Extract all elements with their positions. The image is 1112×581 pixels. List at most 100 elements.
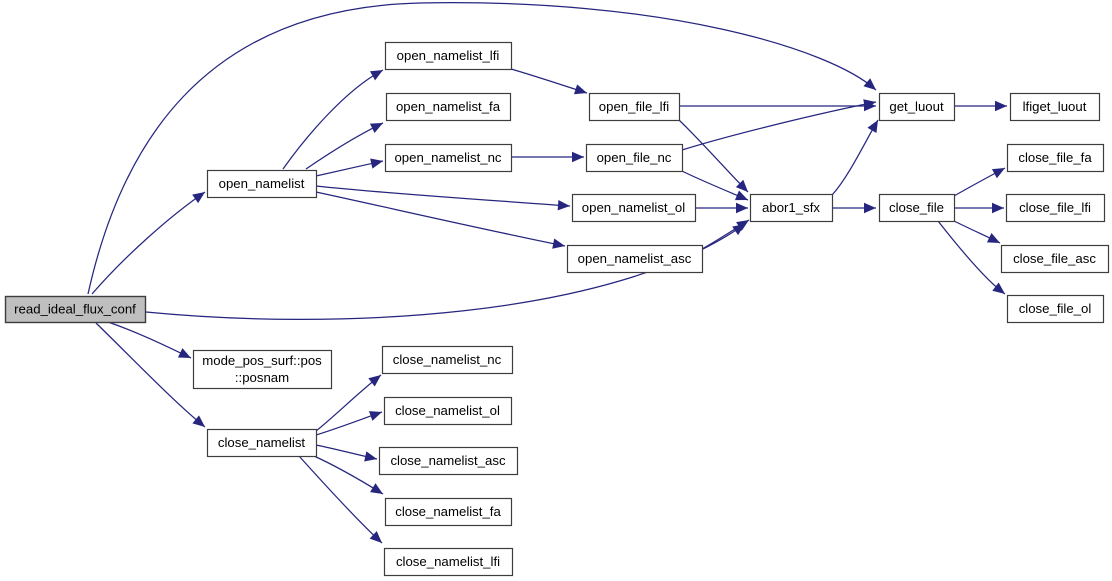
call-edge <box>937 220 1006 295</box>
arrowhead-icon <box>368 411 382 421</box>
arrowhead-icon <box>572 151 584 163</box>
call-edge <box>107 321 192 359</box>
graph-node-close_file_fa[interactable]: close_file_fa <box>1006 143 1105 173</box>
node-label: close_file_lfi <box>1019 200 1091 215</box>
node-box[interactable] <box>749 193 834 223</box>
graph-node-read_ideal_flux_conf[interactable]: read_ideal_flux_conf <box>4 295 147 324</box>
node-label: mode_pos_surf::pos <box>202 353 322 368</box>
arrowhead-icon <box>552 238 565 249</box>
graph-node-close_namelist[interactable]: close_namelist <box>206 428 318 458</box>
graph-node-close_namelist_ol[interactable]: close_namelist_ol <box>383 396 513 426</box>
node-box[interactable] <box>1009 92 1101 122</box>
graph-node-open_namelist_asc[interactable]: open_namelist_asc <box>566 244 704 274</box>
node-label: close_namelist_lfi <box>396 554 500 569</box>
call-edge <box>678 119 749 193</box>
call-edge <box>831 119 879 196</box>
node-label: open_namelist_lfi <box>397 48 500 63</box>
arrowhead-icon <box>369 123 383 133</box>
arrowhead-icon <box>863 99 876 110</box>
graph-node-mode_pos_surf_posnam[interactable]: mode_pos_surf::pos::posnam <box>192 349 333 390</box>
arrowhead-icon <box>992 282 1005 294</box>
arrowhead-icon <box>369 70 383 81</box>
arrowhead-icon <box>370 158 383 169</box>
call-edge <box>87 2 877 295</box>
graph-node-open_file_lfi[interactable]: open_file_lfi <box>588 92 681 122</box>
graph-node-open_file_nc[interactable]: open_file_nc <box>585 143 684 173</box>
node-label: abor1_sfx <box>762 200 820 215</box>
node-box[interactable] <box>381 345 514 375</box>
graph-node-open_namelist_nc[interactable]: open_namelist_nc <box>384 143 513 173</box>
node-box[interactable] <box>1006 143 1105 173</box>
graph-node-lfiget_luout[interactable]: lfiget_luout <box>1009 92 1101 122</box>
node-box[interactable] <box>588 92 681 122</box>
graph-node-close_file[interactable]: close_file <box>878 193 956 223</box>
arrowhead-icon <box>995 100 1007 112</box>
node-box[interactable] <box>571 193 697 223</box>
node-label: open_namelist_asc <box>578 251 692 266</box>
arrowhead-icon <box>867 120 878 133</box>
node-box[interactable] <box>192 349 333 390</box>
graph-node-open_namelist[interactable]: open_namelist <box>206 169 318 199</box>
graph-node-close_namelist_asc[interactable]: close_namelist_asc <box>378 446 519 476</box>
arrowhead-icon <box>369 531 382 543</box>
arrowhead-icon <box>991 168 1005 179</box>
node-label: open_namelist_fa <box>396 99 501 114</box>
node-box[interactable] <box>878 92 956 122</box>
node-label: close_namelist_nc <box>393 352 502 367</box>
graph-node-close_namelist_fa[interactable]: close_namelist_fa <box>384 497 513 527</box>
arrowhead-icon <box>735 179 748 192</box>
arrowhead-icon <box>370 483 383 494</box>
graph-node-close_file_ol[interactable]: close_file_ol <box>1006 294 1105 324</box>
arrowhead-icon <box>177 348 191 358</box>
node-label: open_namelist <box>219 176 305 191</box>
graph-node-open_namelist_ol[interactable]: open_namelist_ol <box>571 193 697 223</box>
node-box[interactable] <box>585 143 684 173</box>
node-box[interactable] <box>206 428 318 458</box>
node-box[interactable] <box>1000 244 1110 274</box>
graph-node-close_file_asc[interactable]: close_file_asc <box>1000 244 1110 274</box>
node-box[interactable] <box>378 446 519 476</box>
nodes-layer: read_ideal_flux_conf open_namelist open_na… <box>4 41 1110 577</box>
arrowhead-icon <box>986 233 1000 243</box>
node-box[interactable] <box>383 547 514 577</box>
node-box[interactable] <box>206 169 318 199</box>
node-box[interactable] <box>1005 193 1106 223</box>
node-box[interactable] <box>566 244 704 274</box>
arrowhead-icon <box>364 451 377 462</box>
arrowhead-icon <box>864 202 876 214</box>
node-label: close_file_fa <box>1018 150 1092 165</box>
node-box[interactable] <box>385 92 512 122</box>
node-box[interactable] <box>383 396 513 426</box>
graph-node-open_namelist_fa[interactable]: open_namelist_fa <box>385 92 512 122</box>
node-box[interactable] <box>384 143 513 173</box>
node-label: lfiget_luout <box>1023 99 1087 114</box>
arrowhead-icon <box>573 84 587 95</box>
arrowhead-icon <box>736 220 749 231</box>
node-label: open_file_nc <box>597 150 672 165</box>
graph-node-get_luout[interactable]: get_luout <box>878 92 956 122</box>
node-box[interactable] <box>878 193 956 223</box>
node-box[interactable] <box>1006 294 1105 324</box>
call-edge <box>315 191 566 247</box>
arrowhead-icon <box>192 192 205 204</box>
node-label: close_file <box>889 200 944 215</box>
node-label: read_ideal_flux_conf <box>14 301 136 316</box>
arrowhead-icon <box>192 415 205 427</box>
call-edge <box>91 191 206 295</box>
graph-node-close_namelist_lfi[interactable]: close_namelist_lfi <box>383 547 514 577</box>
node-box[interactable] <box>384 41 513 71</box>
graph-node-close_namelist_nc[interactable]: close_namelist_nc <box>381 345 514 375</box>
arrowhead-icon <box>734 190 748 201</box>
node-label: get_luout <box>889 99 944 114</box>
node-label: ::posnam <box>235 370 289 385</box>
call-edge <box>315 185 571 207</box>
node-box[interactable] <box>384 497 513 527</box>
graph-node-abor1_sfx[interactable]: abor1_sfx <box>749 193 834 223</box>
node-label: open_file_lfi <box>599 99 669 114</box>
graph-node-close_file_lfi[interactable]: close_file_lfi <box>1005 193 1106 223</box>
node-box[interactable] <box>4 295 147 324</box>
graph-node-open_namelist_lfi[interactable]: open_namelist_lfi <box>384 41 513 71</box>
node-label: close_namelist_ol <box>395 403 500 418</box>
